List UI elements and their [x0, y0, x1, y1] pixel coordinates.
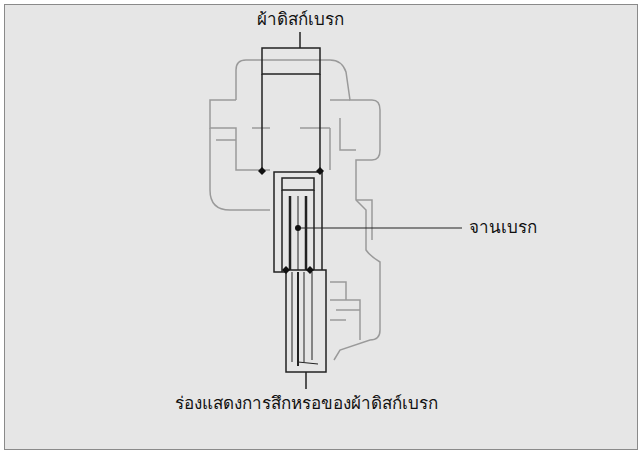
part-label: จานเบรก [466, 217, 540, 238]
part-label: ร่องแสดงการสึกหรอของผ้าดิสก์เบรก [172, 393, 441, 414]
part-label: ผ้าดิสก์เบรก [254, 9, 347, 30]
